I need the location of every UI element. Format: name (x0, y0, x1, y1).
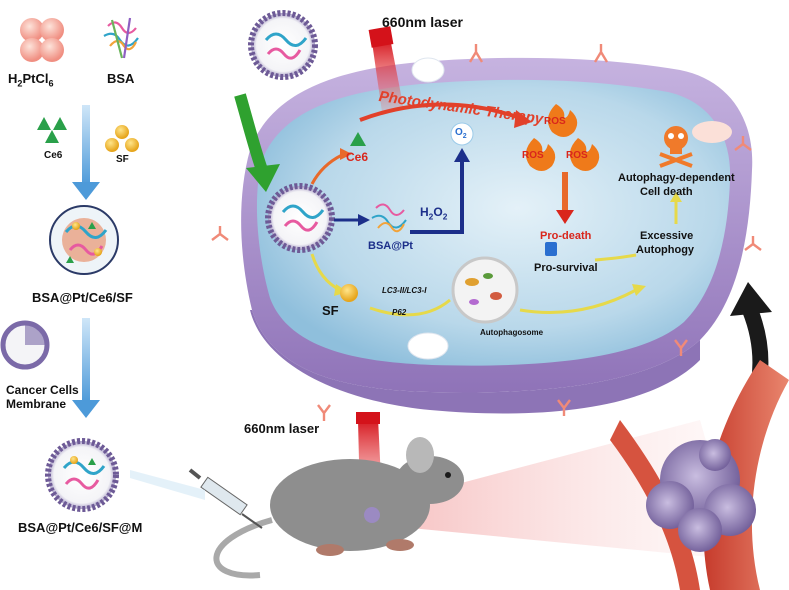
synthesis-arrow-1 (72, 105, 100, 200)
autophagy-cell-death-label-1: Autophagy-dependent (618, 172, 735, 184)
sf-molecule-in-cell-icon (340, 284, 358, 302)
ce6-molecule-icon (37, 117, 67, 143)
tumor-highlight-beam (378, 420, 740, 560)
cancer-cell-membrane-icon (0, 320, 50, 370)
pro-survival-label: Pro-survival (534, 262, 598, 274)
autophagy-cell-death-label-2: Cell death (640, 186, 693, 198)
sf-cell-label: SF (322, 303, 339, 318)
lc3-label: LC3-II/LC3-I (382, 286, 427, 295)
bsa-pt-ce6-sf-label: BSA@Pt/Ce6/SF (32, 290, 133, 305)
ros-label-2: ROS (522, 150, 544, 161)
bsa-pt-cell-label: BSA@Pt (368, 240, 413, 252)
photodynamic-therapy-arrow (359, 102, 532, 128)
bsa-label: BSA (107, 71, 135, 86)
ce6-cell-label: Ce6 (346, 150, 369, 164)
synthesis-arrow-2 (72, 318, 100, 418)
autophagosome-icon (451, 256, 519, 324)
cancer-cells-membrane-label-1: Cancer Cells (6, 383, 79, 397)
bsa-pt-protein-icon (371, 203, 407, 233)
h2ptcl6-molecule-icon (20, 18, 64, 62)
nanoparticle-in-cell-icon (265, 183, 335, 253)
mouse-illustration (213, 437, 464, 579)
skull-icon (659, 126, 693, 168)
oxygen-label: O2 (455, 127, 467, 140)
bsa-pt-ce6-sf-m-nanoparticle-icon (45, 438, 119, 512)
syringe-icon (188, 468, 263, 529)
bsa-pt-ce6-sf-m-label: BSA@Pt/Ce6/SF@M (18, 520, 143, 535)
bsa-pt-release-arrow (334, 214, 370, 226)
tumor-illustration (610, 360, 789, 590)
excessive-autophagy-label-2: Autophogy (636, 244, 695, 256)
pro-survival-icon (545, 242, 557, 256)
laser-label-bottom: 660nm laser (244, 421, 320, 436)
pro-death-arrow (556, 172, 574, 224)
laser-label-top: 660nm laser (382, 14, 463, 30)
nanoparticle-entering-icon (248, 10, 318, 80)
bsa-protein-icon (103, 17, 139, 59)
cancer-cell-illustration (211, 44, 762, 421)
ce6-label: Ce6 (44, 150, 63, 161)
autophagy-death-arrow (670, 192, 682, 224)
cancer-cells-membrane-label-2: Membrane (6, 397, 67, 411)
h2ptcl6-label: H2PtCl6 (8, 71, 54, 89)
ce6-release-arrow (310, 132, 366, 185)
catalase-arrow (410, 148, 470, 234)
ros-flame-icons (525, 104, 600, 171)
pro-death-label: Pro-death (540, 230, 592, 242)
laser-beam-top (368, 26, 404, 112)
oxygen-bubble-icon (450, 122, 474, 146)
autophagy-flow-arrows (369, 253, 637, 317)
ros-label-3: ROS (566, 150, 588, 161)
injection-spray (130, 470, 205, 500)
sf-label: SF (116, 154, 129, 165)
sf-molecule-icon (105, 125, 139, 152)
p62-label: P62 (392, 308, 407, 317)
excessive-autophagy-label-1: Excessive (640, 230, 694, 242)
autophagy-flow-arrowhead (632, 284, 646, 296)
ros-label-1: ROS (544, 116, 566, 127)
autophagosome-label: Autophagosome (480, 328, 544, 337)
uptake-green-arrow (234, 93, 280, 192)
bsa-pt-ce6-sf-nanoparticle-icon (49, 205, 119, 275)
h2o2-label: H2O2 (420, 205, 448, 222)
